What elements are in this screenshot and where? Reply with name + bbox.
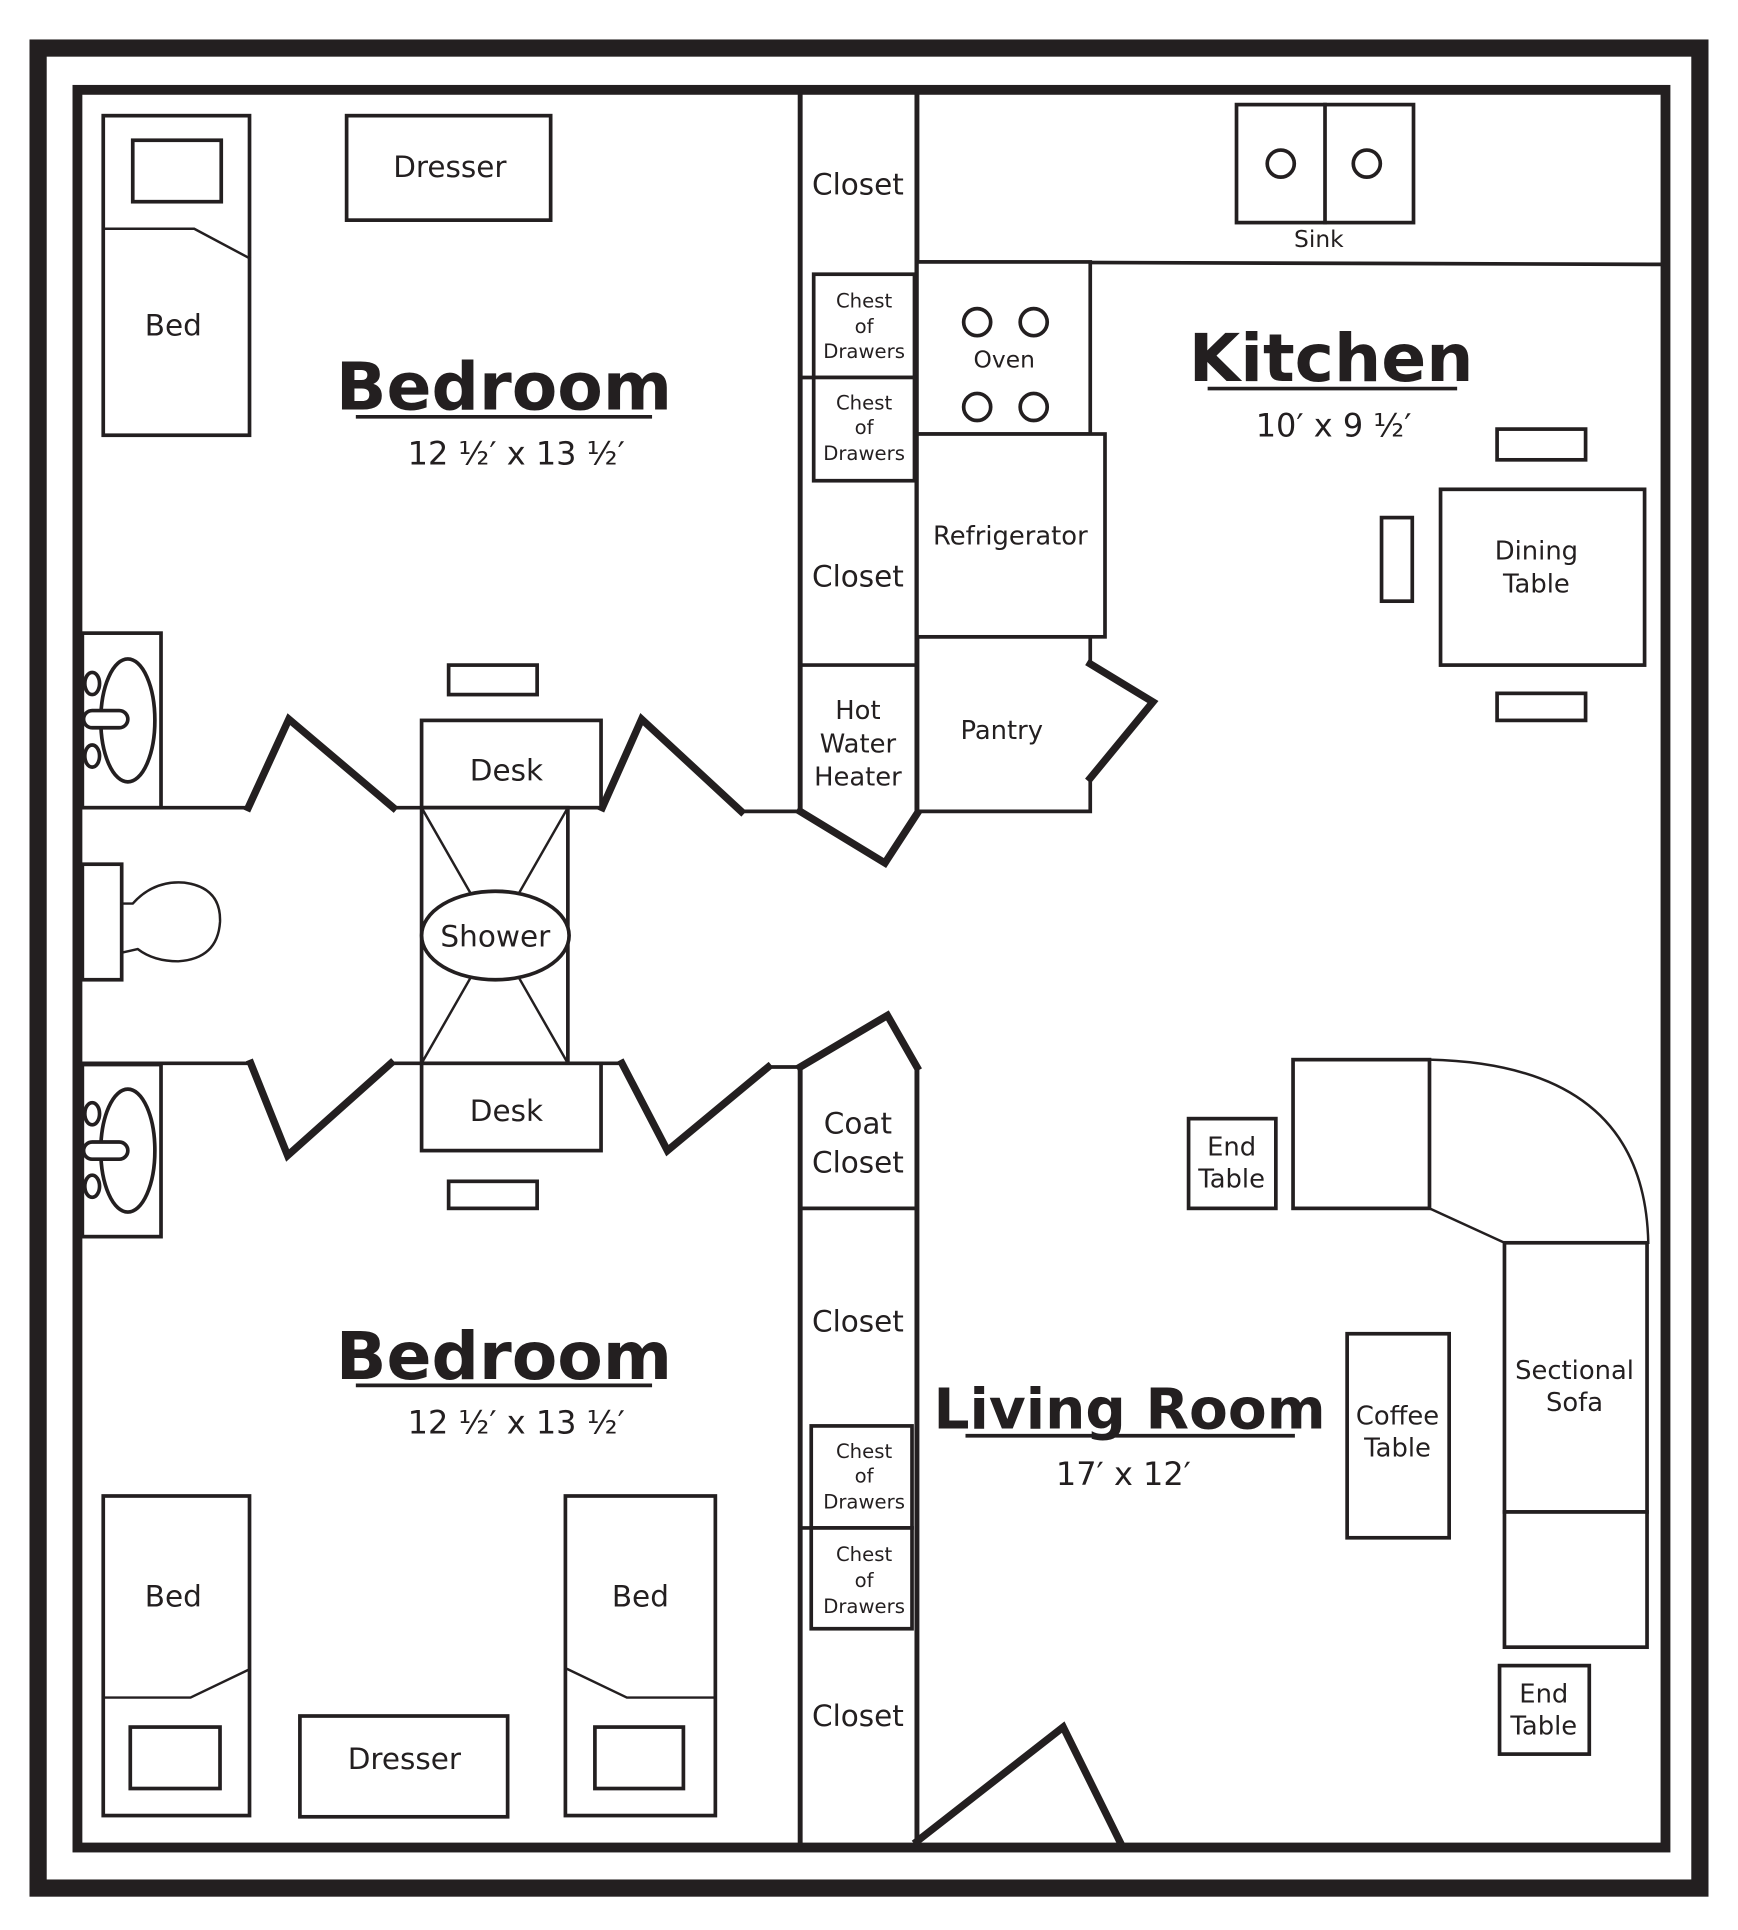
- room-dims: 10′ x 9 ½′: [1256, 406, 1412, 444]
- room-dims: 12 ½′ x 13 ½′: [408, 1403, 625, 1441]
- svg-text:Closet: Closet: [812, 167, 904, 201]
- svg-text:Closet: Closet: [812, 1146, 904, 1180]
- svg-text:Table: Table: [1502, 570, 1570, 600]
- svg-text:of: of: [855, 1464, 875, 1487]
- svg-text:Coffee: Coffee: [1356, 1402, 1439, 1432]
- coffee-table: [1345, 1331, 1451, 1540]
- toilet: [80, 862, 124, 982]
- chest-of-drawers: [811, 272, 917, 380]
- chair: [1379, 515, 1415, 604]
- svg-text:Pantry: Pantry: [960, 716, 1043, 746]
- svg-text:Chest: Chest: [836, 1543, 893, 1566]
- chest-of-drawers: [811, 375, 917, 483]
- svg-text:of: of: [855, 315, 875, 338]
- svg-text:of: of: [855, 1569, 875, 1592]
- svg-text:of: of: [855, 416, 875, 439]
- svg-text:Bed: Bed: [145, 309, 202, 343]
- room-dims: 12 ½′ x 13 ½′: [408, 435, 625, 473]
- end-table: [1186, 1116, 1278, 1211]
- sofa-section: [1291, 1057, 1432, 1211]
- exterior-wall: [72, 84, 1671, 1853]
- svg-text:Table: Table: [1509, 1711, 1577, 1741]
- room-title: Living Room: [934, 1377, 1326, 1442]
- svg-text:Dresser: Dresser: [348, 1742, 462, 1776]
- dresser: [298, 1714, 510, 1819]
- svg-text:Dresser: Dresser: [393, 150, 507, 184]
- chair: [446, 1179, 539, 1211]
- svg-text:Closet: Closet: [812, 559, 904, 593]
- chair: [1495, 691, 1588, 723]
- svg-text:Drawers: Drawers: [823, 1490, 905, 1513]
- svg-text:Table: Table: [1363, 1434, 1431, 1464]
- svg-text:Chest: Chest: [836, 1440, 893, 1463]
- svg-text:Shower: Shower: [440, 920, 551, 954]
- svg-text:Heater: Heater: [814, 763, 902, 793]
- svg-text:Closet: Closet: [812, 1304, 904, 1338]
- sectional-sofa: [1502, 1240, 1649, 1514]
- chair: [446, 663, 539, 697]
- svg-text:Chest: Chest: [836, 391, 893, 414]
- desk: [419, 1061, 603, 1153]
- chair: [1495, 427, 1588, 462]
- dresser: [344, 113, 553, 222]
- svg-text:Bed: Bed: [145, 1580, 202, 1614]
- dining-table: [1438, 487, 1647, 667]
- svg-text:Sink: Sink: [1294, 225, 1344, 253]
- svg-text:Drawers: Drawers: [823, 442, 905, 465]
- end-table: [1497, 1663, 1592, 1756]
- room-title: Kitchen: [1189, 319, 1474, 397]
- svg-text:Bed: Bed: [612, 1580, 669, 1614]
- outer-border: [29, 39, 1709, 1897]
- svg-text:End: End: [1207, 1133, 1256, 1163]
- chest-of-drawers: [809, 1526, 914, 1631]
- svg-text:Table: Table: [1197, 1164, 1265, 1194]
- svg-text:Sofa: Sofa: [1546, 1388, 1603, 1418]
- svg-text:Drawers: Drawers: [823, 1595, 905, 1618]
- svg-text:Drawers: Drawers: [823, 340, 905, 363]
- room-dims: 17′ x 12′: [1056, 1455, 1191, 1493]
- svg-text:Desk: Desk: [470, 754, 543, 788]
- svg-text:End: End: [1519, 1679, 1568, 1709]
- svg-text:Desk: Desk: [470, 1094, 543, 1128]
- svg-text:Chest: Chest: [836, 289, 893, 312]
- svg-text:Sectional: Sectional: [1515, 1356, 1634, 1386]
- svg-text:Oven: Oven: [974, 346, 1035, 374]
- sofa-section: [1502, 1510, 1649, 1650]
- room-title: Bedroom: [336, 1317, 672, 1395]
- svg-text:Hot: Hot: [835, 696, 880, 726]
- svg-text:Water: Water: [820, 729, 897, 759]
- room-title: Bedroom: [336, 347, 672, 425]
- svg-text:Refrigerator: Refrigerator: [933, 522, 1088, 552]
- desk: [419, 718, 603, 810]
- svg-text:Dining: Dining: [1495, 536, 1578, 566]
- svg-text:Coat: Coat: [824, 1106, 892, 1140]
- chest-of-drawers: [809, 1424, 914, 1530]
- svg-text:Closet: Closet: [812, 1699, 904, 1733]
